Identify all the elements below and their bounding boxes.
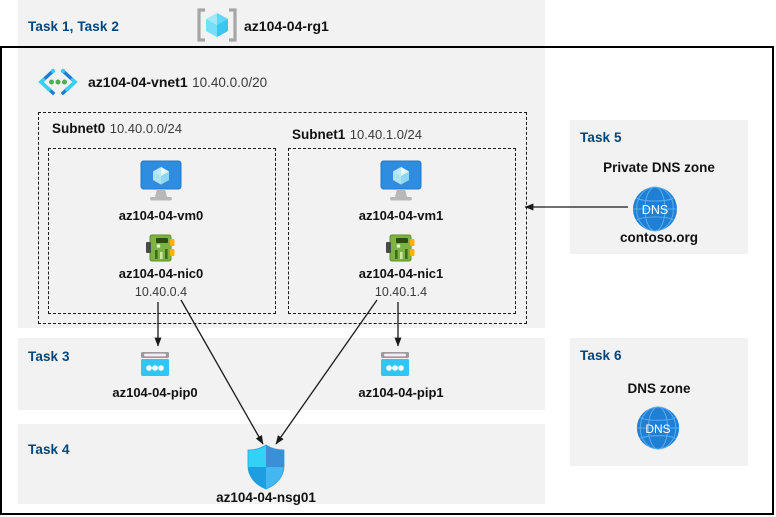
pip0-name: az104-04-pip0 xyxy=(112,385,198,400)
virtual-network-name: az104-04-vnet1 xyxy=(88,74,188,90)
nic1-name: az104-04-nic1 xyxy=(358,266,444,281)
nic0-name: az104-04-nic0 xyxy=(118,266,204,281)
virtual-network-header: az104-04-vnet1 10.40.0.0/20 xyxy=(88,74,267,92)
nsg-name: az104-04-nsg01 xyxy=(216,490,316,505)
virtual-network-icon xyxy=(36,68,80,96)
dns-zone-icon: DNS xyxy=(634,404,682,452)
subnet0-cidr: 10.40.0.0/24 xyxy=(109,121,183,136)
subnet0-boundary xyxy=(48,148,276,314)
virtual-network-cidr: 10.40.0.0/20 xyxy=(192,75,268,90)
nic1-ip: 10.40.1.4 xyxy=(374,285,428,299)
task-label-5: Task 5 xyxy=(580,130,622,145)
vm0-name: az104-04-vm0 xyxy=(118,208,204,223)
private-dns-heading: Private DNS zone xyxy=(603,160,715,175)
dns-zone-icon: DNS xyxy=(630,184,680,234)
network-security-group-icon xyxy=(245,444,287,490)
public-ip-icon xyxy=(137,350,173,380)
vm1-name: az104-04-vm1 xyxy=(358,208,444,223)
task-label-4: Task 4 xyxy=(28,442,70,457)
subnet0-name: Subnet0 xyxy=(52,121,106,136)
dns-icon-text: DNS xyxy=(645,422,670,436)
task-label-1-2: Task 1, Task 2 xyxy=(28,19,119,34)
subnet1-header: Subnet1 10.40.1.0/24 xyxy=(292,126,422,144)
public-dns-heading: DNS zone xyxy=(627,381,691,396)
task-label-3: Task 3 xyxy=(28,349,70,364)
pip1-name: az104-04-pip1 xyxy=(358,385,444,400)
resource-group-header-panel xyxy=(18,0,545,48)
resource-group-name: az104-04-rg1 xyxy=(244,18,329,34)
nic0-ip: 10.40.0.4 xyxy=(134,285,188,299)
subnet0-header: Subnet0 10.40.0.0/24 xyxy=(52,120,182,138)
network-interface-icon xyxy=(145,232,177,264)
resource-group-icon xyxy=(196,8,238,42)
virtual-machine-icon xyxy=(136,160,186,202)
virtual-network-panel-fill xyxy=(18,48,545,328)
public-ip-icon xyxy=(377,350,413,380)
subnet1-cidr: 10.40.1.0/24 xyxy=(349,127,423,142)
task-label-6: Task 6 xyxy=(580,348,622,363)
virtual-machine-icon xyxy=(376,160,426,202)
subnet1-boundary xyxy=(288,148,516,314)
dns-icon-text: DNS xyxy=(642,203,668,217)
private-dns-name: contoso.org xyxy=(620,230,698,245)
network-interface-icon xyxy=(385,232,417,264)
subnet1-name: Subnet1 xyxy=(292,127,346,142)
